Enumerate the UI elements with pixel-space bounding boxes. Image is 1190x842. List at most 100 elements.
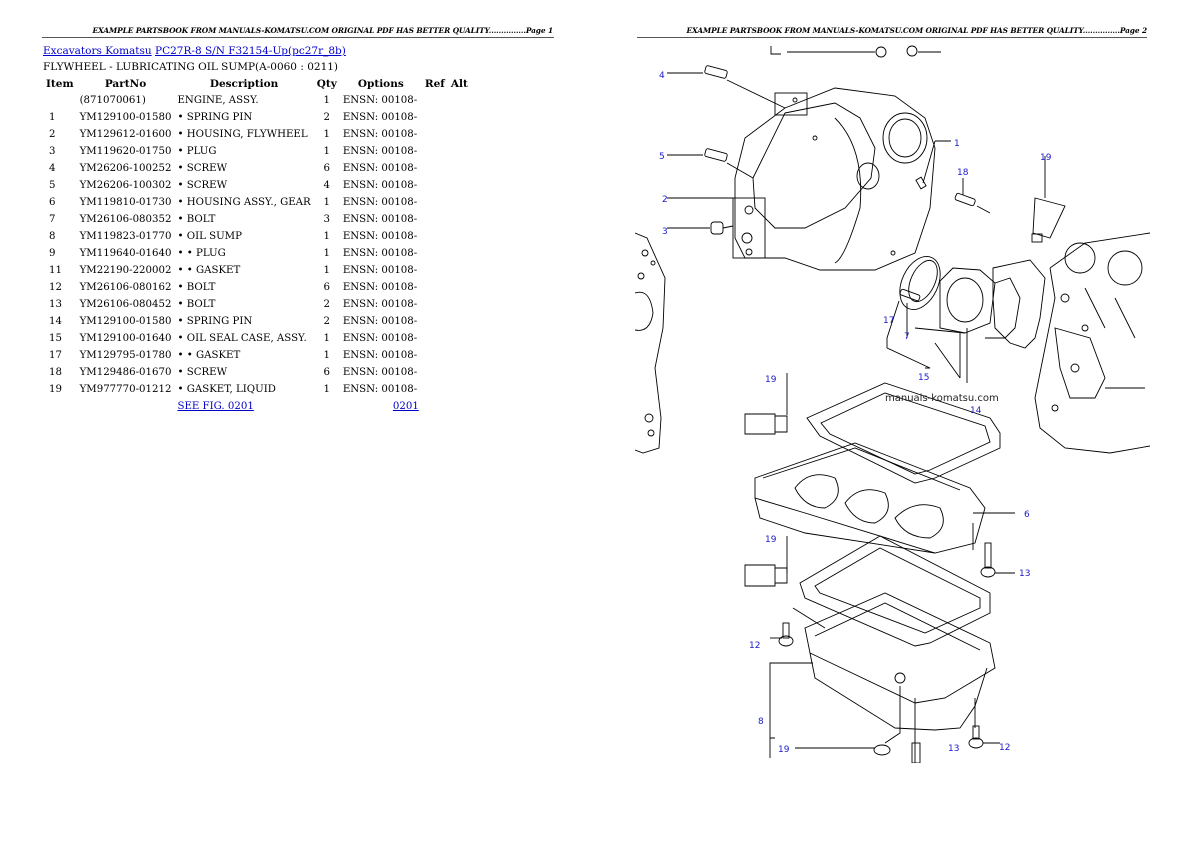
col-alt: Alt <box>450 78 468 90</box>
part-options: ENSN: 00108- <box>342 350 418 361</box>
part-alt <box>448 143 471 160</box>
part-description: • • GASKET <box>177 350 241 361</box>
part-options: ENSN: 00108- <box>342 112 418 123</box>
part-alt <box>448 381 471 398</box>
item-number: 14 <box>49 316 62 327</box>
ref-fig-link[interactable]: 0201 <box>392 401 419 412</box>
exploded-parts-diagram: 4 5 2 3 1 18 19 17 7 15 14 manuals-komat… <box>634 38 1151 764</box>
svg-text:13: 13 <box>1019 569 1030 579</box>
part-quantity: 1 <box>323 248 330 259</box>
item-number: 18 <box>49 367 62 378</box>
part-quantity: 1 <box>323 350 330 361</box>
svg-text:19: 19 <box>765 535 777 545</box>
part-options: ENSN: 00108- <box>342 282 418 293</box>
svg-text:14: 14 <box>970 406 982 416</box>
part-options: ENSN: 00108- <box>342 214 418 225</box>
table-footer-row: SEE FIG. 0201 0201 <box>43 398 471 415</box>
part-quantity: 1 <box>323 129 330 140</box>
part-description: • BOLT <box>177 299 216 310</box>
part-alt <box>448 126 471 143</box>
item-number: 5 <box>49 180 56 191</box>
part-quantity: 4 <box>323 180 330 191</box>
part-number: YM129795-01780 <box>79 350 172 361</box>
part-options: ENSN: 00108- <box>342 299 418 310</box>
item-number: 1 <box>49 112 56 123</box>
parts-table: Item PartNo Description Qty Options Ref … <box>43 76 471 415</box>
breadcrumb-link-category[interactable]: Excavators Komatsu <box>43 45 152 57</box>
part-quantity: 1 <box>323 384 330 395</box>
part-description: • SPRING PIN <box>177 316 253 327</box>
page-header: EXAMPLE PARTSBOOK FROM MANUALS-KOMATSU.C… <box>92 26 554 35</box>
breadcrumb-link-model[interactable]: PC27R-8 S/N F32154-Up(pc27r_8b) <box>155 45 346 57</box>
part-number: (871070061) <box>79 95 146 106</box>
part-options: ENSN: 00108- <box>342 248 418 259</box>
svg-text:4: 4 <box>659 71 665 81</box>
page-2: EXAMPLE PARTSBOOK FROM MANUALS-KOMATSU.C… <box>595 0 1190 842</box>
part-ref <box>422 347 448 364</box>
part-options: ENSN: 00108- <box>342 367 418 378</box>
part-description: • SCREW <box>177 367 228 378</box>
part-alt <box>448 92 471 109</box>
part-options: ENSN: 00108- <box>342 231 418 242</box>
item-number <box>43 92 77 109</box>
part-alt <box>448 313 471 330</box>
part-description: • HOUSING, FLYWHEEL <box>177 129 308 140</box>
part-options: ENSN: 00108- <box>342 129 418 140</box>
part-number: YM119823-01770 <box>79 231 172 242</box>
col-options: Options <box>357 78 404 90</box>
part-options: ENSN: 00108- <box>342 333 418 344</box>
nut-icon <box>875 46 887 58</box>
part-quantity: 1 <box>323 265 330 276</box>
svg-text:12: 12 <box>749 641 760 651</box>
part-ref <box>422 194 448 211</box>
part-description: • • GASKET <box>177 265 241 276</box>
col-ref: Ref <box>424 78 445 90</box>
part-alt <box>448 347 471 364</box>
part-number: YM119620-01750 <box>79 146 172 157</box>
part-options: ENSN: 00108- <box>342 163 418 174</box>
part-ref <box>422 364 448 381</box>
part-ref <box>422 381 448 398</box>
svg-text:19: 19 <box>1040 153 1052 163</box>
svg-text:5: 5 <box>659 152 665 162</box>
svg-text:17: 17 <box>883 316 894 326</box>
part-number: YM129486-01670 <box>79 367 172 378</box>
part-options: ENSN: 00108- <box>342 146 418 157</box>
svg-text:8: 8 <box>758 717 764 727</box>
page-header: EXAMPLE PARTSBOOK FROM MANUALS-KOMATSU.C… <box>686 26 1148 35</box>
part-alt <box>448 228 471 245</box>
part-number: YM26106-080452 <box>79 299 172 310</box>
part-ref <box>422 245 448 262</box>
part-description: • OIL SUMP <box>177 231 242 242</box>
part-ref <box>422 109 448 126</box>
part-quantity: 6 <box>323 163 330 174</box>
col-description: Description <box>209 78 279 90</box>
see-fig-link[interactable]: SEE FIG. 0201 <box>177 401 254 412</box>
part-alt <box>448 364 471 381</box>
part-number: YM22190-220002 <box>79 265 172 276</box>
section-title: FLYWHEEL - LUBRICATING OIL SUMP(A-0060 :… <box>43 61 339 73</box>
part-number: YM119810-01730 <box>79 197 172 208</box>
part-description: • SPRING PIN <box>177 112 253 123</box>
part-description: ENGINE, ASSY. <box>177 95 259 106</box>
part-number: YM26206-100302 <box>79 180 172 191</box>
part-ref <box>422 143 448 160</box>
part-description: • BOLT <box>177 214 216 225</box>
part-quantity: 1 <box>323 197 330 208</box>
watermark: manuals-komatsu.com <box>885 393 999 404</box>
part-quantity: 1 <box>323 333 330 344</box>
part-ref <box>422 279 448 296</box>
svg-text:3: 3 <box>662 227 668 237</box>
part-description: • HOUSING ASSY., GEAR <box>177 197 311 208</box>
part-alt <box>448 177 471 194</box>
